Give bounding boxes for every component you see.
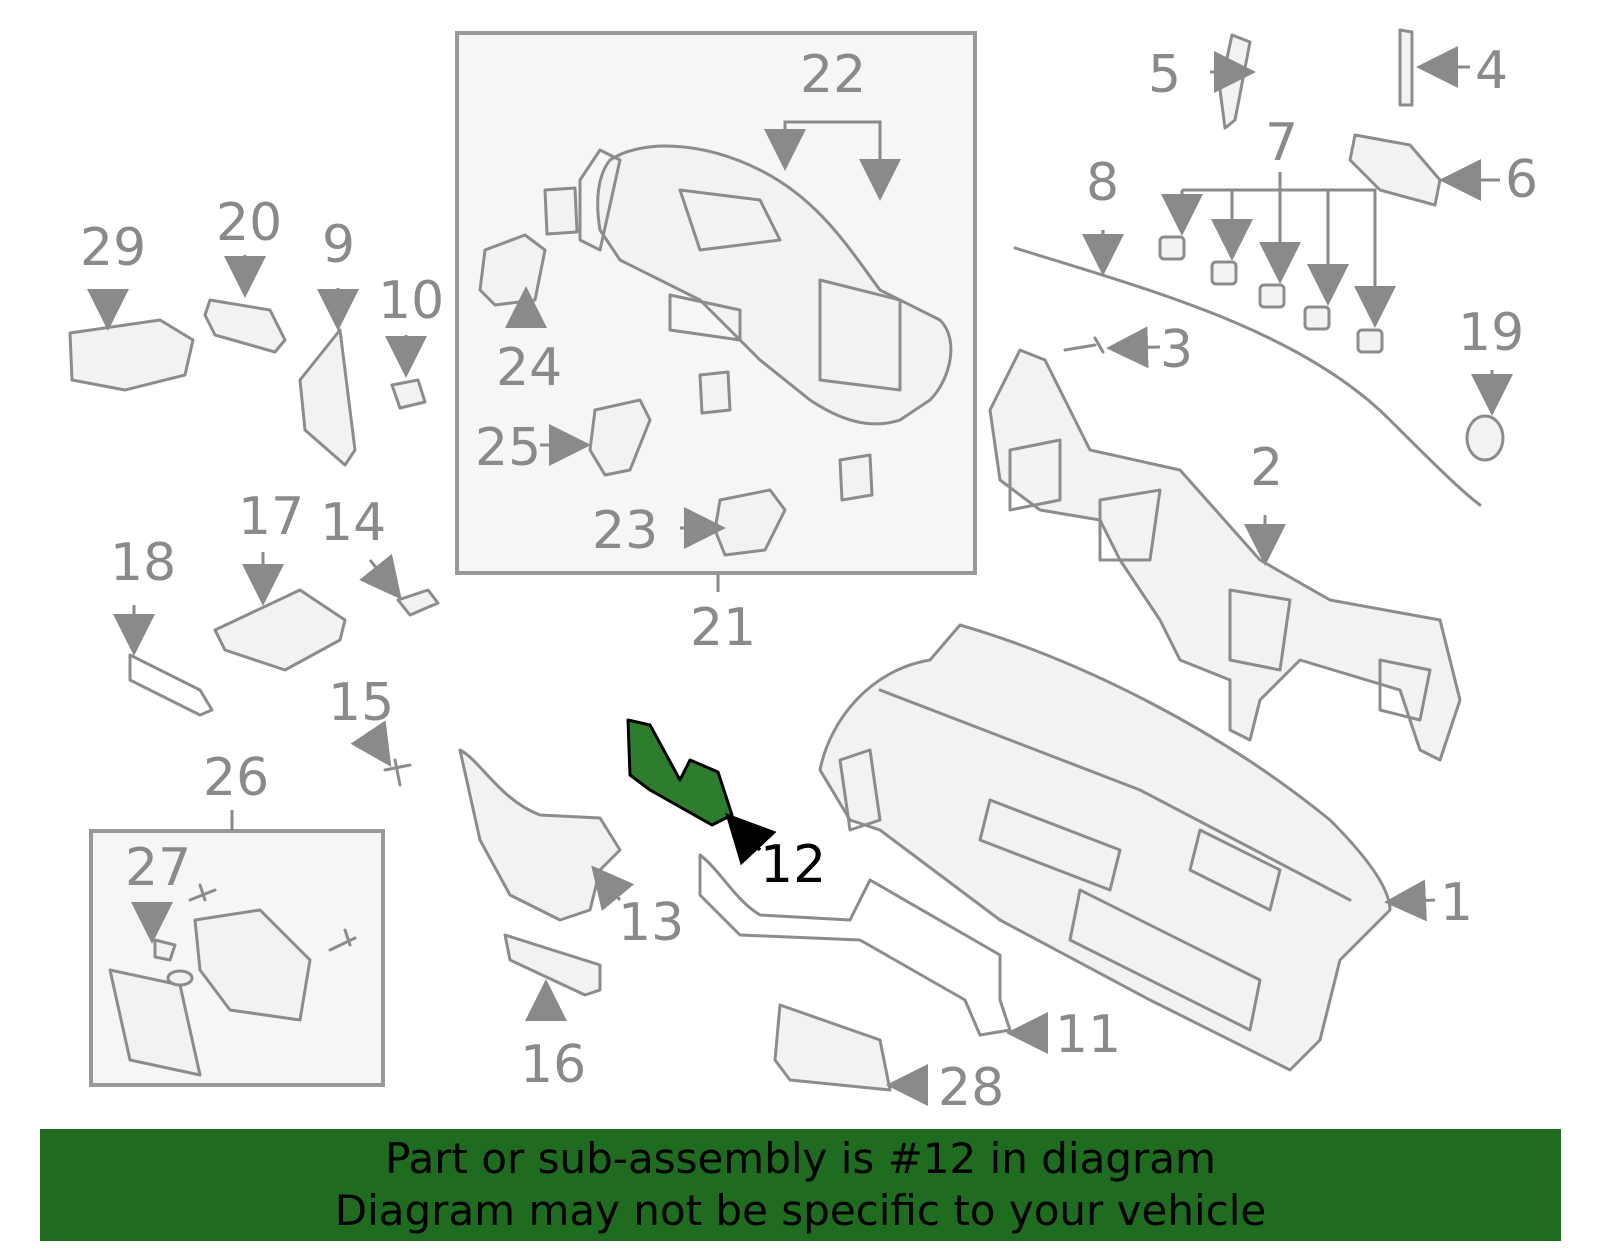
callout-11: 11 (1055, 1005, 1121, 1065)
callout-2: 2 (1250, 438, 1283, 498)
callout-labels: 1 2 3 4 5 6 7 8 9 10 11 12 13 14 15 16 1… (80, 41, 1538, 1118)
switch-20 (203, 298, 287, 354)
callout-20: 20 (216, 193, 282, 253)
bolt-15 (383, 758, 412, 787)
part-12-highlighted[interactable] (626, 718, 734, 827)
info-banner: Part or sub-assembly is #12 in diagram D… (40, 1129, 1561, 1241)
trim-11 (698, 853, 1012, 1037)
callout-9: 9 (322, 215, 355, 275)
clip-14 (396, 588, 440, 617)
callout-8: 8 (1086, 153, 1119, 213)
banner-line-1: Part or sub-assembly is #12 in diagram (385, 1134, 1216, 1183)
callout-24: 24 (496, 338, 562, 398)
callout-26: 26 (203, 748, 269, 808)
clip-10 (390, 378, 427, 410)
banner-line-2: Diagram may not be specific to your vehi… (334, 1186, 1267, 1235)
callout-21: 21 (690, 598, 756, 658)
callout-28: 28 (938, 1058, 1004, 1118)
parts-diagram: 1 2 3 4 5 6 7 8 9 10 11 12 13 14 15 16 1… (68, 28, 1538, 1118)
callout-25: 25 (475, 418, 541, 478)
duct-29 (68, 318, 195, 392)
callout-23: 23 (592, 501, 658, 561)
glovebox-26 (108, 883, 357, 1077)
callout-13: 13 (618, 893, 684, 953)
vent-23 (543, 186, 874, 557)
callout-29: 29 (80, 218, 146, 278)
trim-strip-8 (1013, 246, 1482, 507)
callout-arrows (87, 46, 1513, 1106)
reinforcement-2 (988, 348, 1462, 762)
callout-5: 5 (1148, 45, 1181, 105)
bracket-17 (213, 588, 347, 672)
callout-10: 10 (378, 271, 444, 331)
dashboard-1 (818, 623, 1392, 1072)
callout-18: 18 (110, 533, 176, 593)
callout-27: 27 (125, 838, 191, 898)
callout-22: 22 (800, 45, 866, 105)
callout-19: 19 (1458, 303, 1524, 363)
callout-12: 12 (760, 835, 826, 895)
panel-9 (298, 328, 357, 467)
instrument-panel-bezel (578, 144, 953, 426)
bracket-6 (1348, 133, 1442, 207)
bracket-5 (1218, 33, 1252, 130)
plug-19 (1465, 414, 1505, 462)
clips-7 (1158, 235, 1384, 354)
callout-6: 6 (1505, 150, 1538, 210)
callout-17: 17 (238, 487, 304, 547)
callout-14: 14 (320, 493, 386, 553)
callout-7: 7 (1265, 113, 1298, 173)
panel-13 (458, 748, 622, 922)
handle-16 (503, 933, 602, 997)
callout-4: 4 (1475, 41, 1508, 101)
callout-16: 16 (520, 1035, 586, 1095)
callout-3: 3 (1160, 320, 1193, 380)
screw-3 (1063, 336, 1105, 354)
callout-15: 15 (328, 673, 394, 733)
callout-1: 1 (1440, 873, 1473, 933)
tray-28 (773, 1003, 892, 1092)
bracket-4 (1398, 28, 1414, 107)
trim-18 (128, 653, 214, 717)
